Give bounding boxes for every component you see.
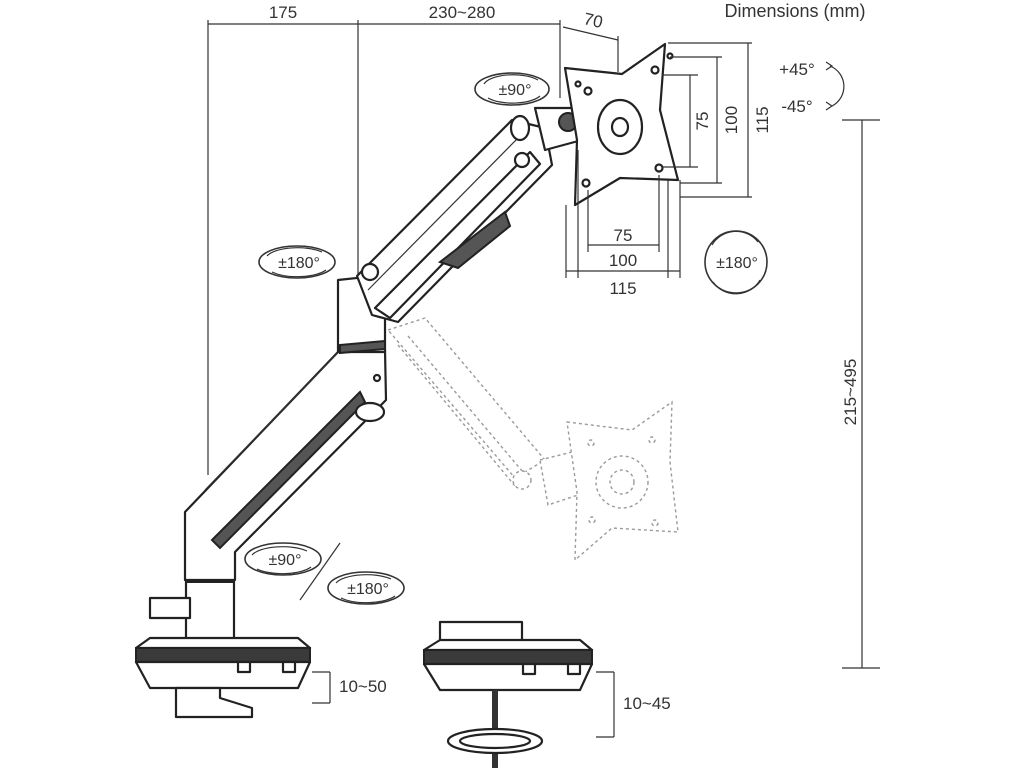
separator-slash — [299, 542, 341, 601]
dim-vesa-h-outer: 100 — [609, 251, 637, 270]
label-elbow-swivel: ±180° — [278, 255, 320, 272]
dim-grommet-thickness: 10~45 — [623, 694, 671, 713]
dim-clamp-thickness: 10~50 — [339, 677, 387, 696]
clamp-base: 10~50 — [134, 636, 387, 719]
label-screen-rotate: ±180° — [716, 255, 758, 272]
label-base-swivel: ±180° — [347, 581, 389, 598]
dim-vesa-h-inner: 75 — [614, 226, 633, 245]
dim-head-offset: 70 — [582, 9, 605, 32]
dim-arm-reach: 230~280 — [429, 3, 496, 22]
base-pole — [184, 578, 236, 647]
label-tilt-up: +45° — [779, 60, 815, 79]
upper-arm — [355, 118, 554, 324]
vesa-dimensions: 75 100 115 75 100 115 — [565, 42, 772, 298]
rotation-elbow: ±180° — [258, 245, 336, 279]
dim-vesa-v-plate: 115 — [753, 106, 772, 133]
rotation-screen: ±180° — [704, 230, 768, 295]
dim-vesa-v-inner: 75 — [693, 112, 712, 131]
top-dimension-lines: 175 230~280 70 — [207, 3, 619, 475]
label-tilt-head: ±90° — [499, 82, 532, 99]
vesa-plate — [563, 42, 680, 207]
dim-vesa-h-plate: 115 — [609, 279, 636, 298]
dim-base-to-pole: 175 — [269, 3, 297, 22]
dim-vesa-v-outer: 100 — [722, 106, 741, 134]
ghost-arm-position — [386, 317, 679, 562]
monitor-arm — [148, 106, 584, 647]
height-dimension: 215~495 — [841, 119, 880, 669]
diagram-title: Dimensions (mm) — [724, 1, 865, 21]
rotation-base-swivel: ±180° — [327, 571, 405, 605]
dim-height-range: 215~495 — [841, 359, 860, 426]
rotation-tilt-head: ±90° — [474, 72, 550, 106]
label-tilt-down: -45° — [781, 97, 812, 116]
rotation-base-tilt: ±90° — [244, 542, 322, 576]
rotation-tilt-range: +45° -45° — [779, 60, 845, 116]
label-base-tilt: ±90° — [269, 552, 302, 569]
grommet-base: 10~45 — [422, 620, 671, 768]
